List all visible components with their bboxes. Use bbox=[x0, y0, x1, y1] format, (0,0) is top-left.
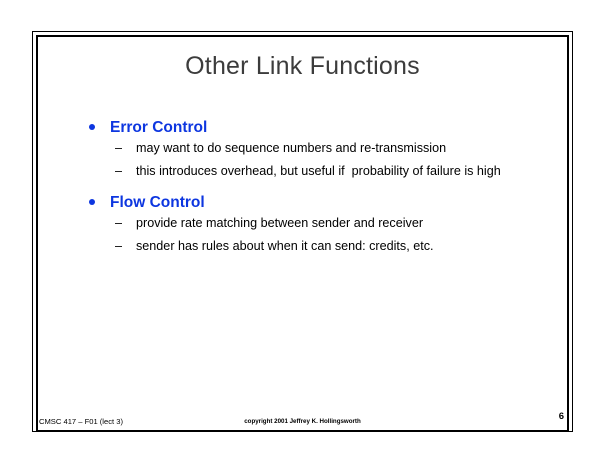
disc-bullet-icon bbox=[89, 199, 95, 205]
slide-inner-border bbox=[36, 35, 569, 432]
sub-bullet-label: this introduces overhead, but useful if … bbox=[136, 163, 501, 178]
dash-bullet-icon: – bbox=[115, 163, 123, 178]
section-spacer bbox=[85, 185, 545, 193]
bullet-group-flow-control: Flow Control – provide rate matching bet… bbox=[85, 193, 545, 255]
sub-bullet-list-error-control: – may want to do sequence numbers and re… bbox=[85, 140, 545, 180]
bullet-group-error-control: Error Control – may want to do sequence … bbox=[85, 118, 545, 180]
bullet-heading-label: Error Control bbox=[110, 119, 208, 136]
page-title: Other Link Functions bbox=[185, 52, 420, 80]
dash-bullet-icon: – bbox=[115, 216, 123, 230]
footer-page-number: 6 bbox=[558, 411, 564, 422]
footer-copyright-label: copyright 2001 Jeffrey K. Hollingsworth bbox=[244, 418, 361, 425]
footer-course-label: CMSC 417 – F01 (lect 3) bbox=[39, 417, 123, 426]
sub-bullet-item: – may want to do sequence numbers and re… bbox=[85, 140, 545, 158]
sub-bullet-label: sender has rules about when it can send:… bbox=[136, 238, 434, 253]
sub-bullet-label: may want to do sequence numbers and re-t… bbox=[136, 141, 447, 155]
dash-bullet-icon: – bbox=[115, 141, 123, 155]
slide-body: Error Control – may want to do sequence … bbox=[85, 118, 545, 260]
bullet-heading-label: Flow Control bbox=[110, 194, 205, 211]
slide-footer: CMSC 417 – F01 (lect 3) copyright 2001 J… bbox=[38, 411, 567, 431]
bullet-heading-flow-control: Flow Control bbox=[85, 193, 545, 212]
sub-bullet-list-flow-control: – provide rate matching between sender a… bbox=[85, 215, 545, 255]
disc-bullet-icon bbox=[89, 124, 95, 130]
bullet-heading-error-control: Error Control bbox=[85, 118, 545, 137]
sub-bullet-item: – this introduces overhead, but useful i… bbox=[85, 163, 545, 181]
dash-bullet-icon: – bbox=[115, 238, 123, 253]
sub-bullet-item: – provide rate matching between sender a… bbox=[85, 215, 545, 233]
sub-bullet-item: – sender has rules about when it can sen… bbox=[85, 238, 545, 256]
sub-bullet-label: provide rate matching between sender and… bbox=[136, 216, 424, 230]
